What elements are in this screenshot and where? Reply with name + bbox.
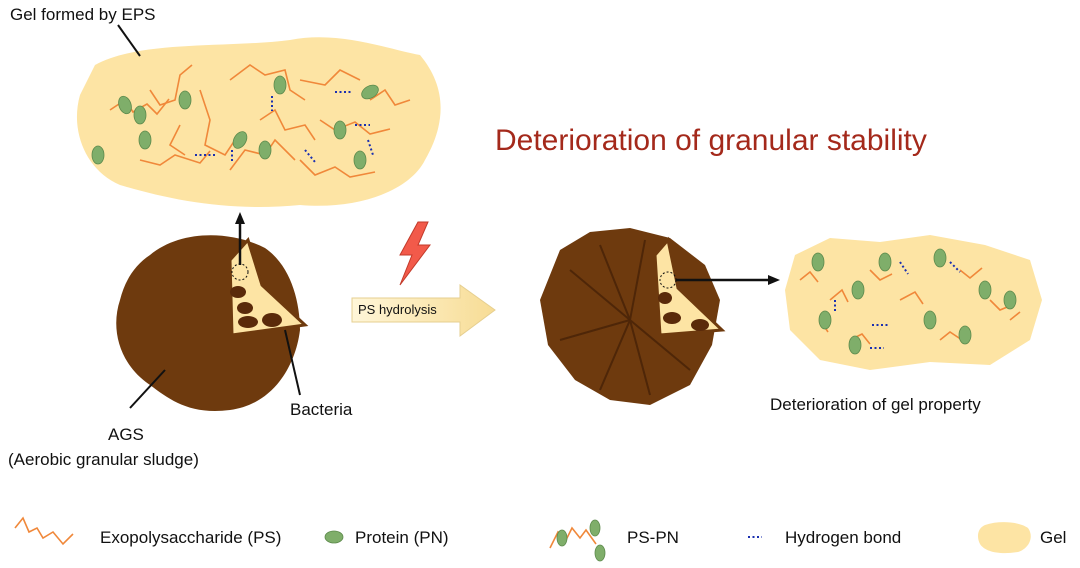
legend-item-ps: Exopolysaccharide (PS) — [14, 516, 281, 547]
eps-gel-top — [76, 37, 441, 208]
deteriorated-gel — [785, 235, 1042, 370]
bacteria-cells — [230, 286, 282, 328]
ags-full-label: (Aerobic granular sludge) — [8, 450, 199, 469]
legend-label-pn: Protein (PN) — [355, 528, 449, 547]
legend-label-ps: Exopolysaccharide (PS) — [100, 528, 281, 547]
ags-label: AGS — [108, 425, 144, 444]
legend-label-ps-pn: PS-PN — [627, 528, 679, 547]
legend: Exopolysaccharide (PS) Protein (PN) PS-P… — [14, 516, 1066, 562]
proteins — [91, 75, 379, 170]
ags-granule — [116, 235, 309, 411]
legend-label-hydrogen-bond: Hydrogen bond — [785, 528, 901, 547]
deteriorated-granule — [540, 228, 726, 405]
bacteria-label: Bacteria — [290, 400, 353, 419]
lightning-icon — [399, 221, 431, 286]
diagram-title: Deterioration of granular stability — [495, 124, 927, 157]
gel-label-pointer — [117, 24, 141, 57]
gel-deterioration-label: Deterioration of gel property — [770, 395, 981, 414]
hydrolysis-arrow — [351, 284, 496, 337]
legend-label-gel: Gel — [1040, 528, 1066, 547]
protein-icon — [324, 530, 344, 544]
legend-item-pn: Protein (PN) — [324, 528, 449, 547]
ps-hydrolysis-label: PS hydrolysis — [358, 302, 437, 317]
hydrogen-bonds — [195, 91, 374, 163]
polysaccharide-chain-icon — [14, 516, 74, 546]
gel-icon — [977, 522, 1031, 554]
ps-pn-complex-icon — [549, 519, 606, 562]
gel-eps-label: Gel formed by EPS — [10, 5, 156, 24]
